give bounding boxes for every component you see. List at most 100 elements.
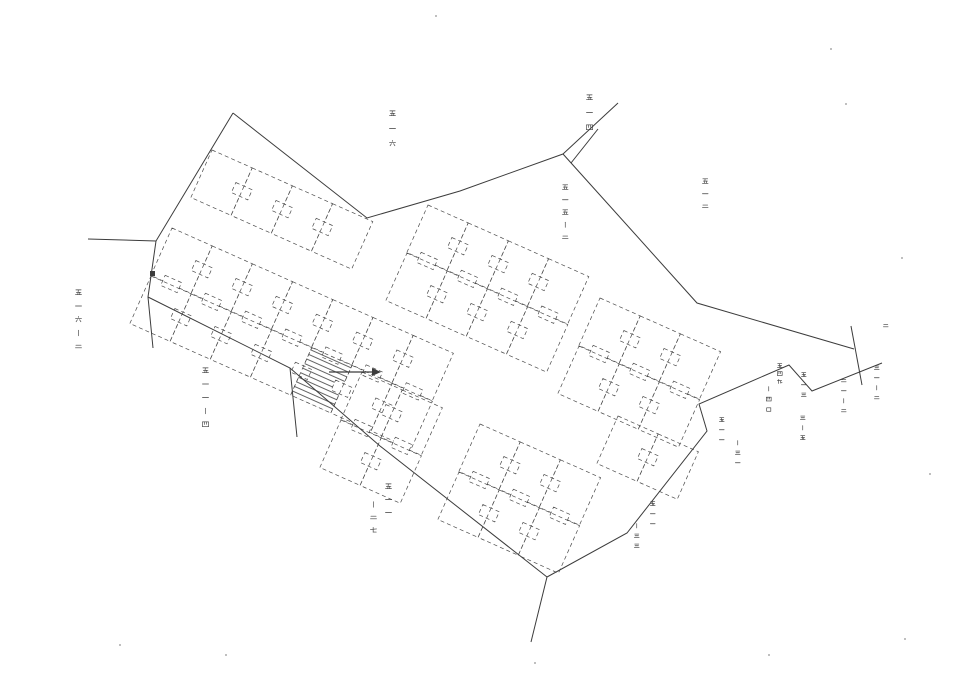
lot-outline	[270, 281, 334, 348]
label-char	[777, 363, 783, 368]
lot-tab	[456, 269, 479, 289]
lot-tab	[588, 344, 611, 364]
label-char	[702, 204, 709, 208]
highlight-arrow-head	[372, 368, 381, 376]
lot-tab	[659, 347, 681, 367]
parcel-label	[389, 110, 396, 147]
lot-tab	[638, 395, 660, 415]
lot-outline	[538, 459, 602, 526]
boundary-line	[850, 325, 863, 386]
scan-speckle	[435, 15, 437, 17]
lot-rect	[477, 489, 540, 556]
lot-tab	[390, 436, 413, 456]
label-char	[801, 392, 807, 397]
lot-outline	[380, 389, 443, 456]
lot-tab	[496, 287, 519, 306]
lot-outline	[359, 437, 422, 504]
scan-speckle	[901, 257, 903, 259]
lot-rect	[437, 471, 500, 538]
label-char	[562, 209, 569, 215]
lot-rect	[458, 423, 521, 490]
lot-tab	[351, 331, 374, 350]
parcel-label	[586, 94, 593, 131]
lot-tab	[230, 182, 253, 201]
label-char	[800, 435, 806, 440]
lot-outline	[526, 258, 590, 325]
lot-tab	[548, 506, 571, 525]
lot-tab	[231, 277, 253, 297]
scan-speckle	[830, 48, 832, 50]
lot-outline	[406, 204, 469, 271]
lot-rect	[319, 419, 382, 486]
lot-tab	[527, 272, 550, 292]
lot-tab	[425, 285, 448, 304]
lot-tab	[628, 362, 651, 382]
lot-outline	[190, 245, 253, 312]
label-char	[874, 365, 880, 370]
label-char	[766, 407, 772, 412]
lot-rect	[370, 382, 433, 450]
parcel-label	[800, 415, 806, 440]
lot-tab	[391, 349, 414, 368]
lot-outline	[190, 149, 253, 216]
lot-tab	[539, 473, 561, 493]
lot-rect	[190, 149, 253, 216]
survey-marker	[150, 271, 155, 276]
lot-tab	[240, 310, 263, 329]
boundary-line	[289, 367, 298, 438]
lot-tab	[200, 292, 223, 312]
lot-rect	[636, 433, 699, 500]
lot-tab	[498, 456, 521, 475]
lot-tab	[487, 254, 509, 274]
lot-rect	[340, 371, 403, 438]
scan-speckle	[119, 644, 121, 646]
lot-tab	[359, 452, 382, 471]
lot-rect	[618, 315, 681, 382]
label-char	[586, 124, 593, 131]
lot-outline	[658, 333, 722, 400]
scan-speckle	[534, 662, 536, 664]
highlighted-parcel	[290, 347, 353, 414]
boundary-line	[87, 238, 157, 242]
lot-rect	[596, 415, 659, 482]
parcel-label	[766, 386, 772, 412]
label-char	[650, 501, 656, 506]
label-char	[634, 543, 640, 548]
label-char	[370, 515, 377, 520]
parcel-label	[634, 523, 640, 548]
lot-tab	[668, 380, 691, 399]
label-char	[702, 178, 709, 184]
lot-tab	[508, 488, 531, 508]
parcel-label	[75, 289, 82, 349]
boundary-line	[147, 296, 548, 578]
lot-outline	[230, 167, 293, 234]
lot-rect	[446, 222, 509, 289]
lot-outline	[370, 382, 433, 450]
label-char	[735, 450, 741, 455]
lot-tab	[506, 320, 529, 340]
parcel-label	[841, 379, 847, 413]
lot-rect	[385, 252, 448, 319]
lot-outline	[150, 227, 213, 294]
label-char	[389, 139, 396, 147]
lot-tab	[160, 274, 183, 294]
lot-rect	[597, 363, 660, 430]
lot-outline	[637, 381, 701, 448]
lot-outline	[498, 441, 561, 508]
label-char	[389, 110, 396, 117]
lot-rect	[538, 459, 602, 526]
label-char	[75, 315, 82, 323]
lot-rect	[391, 334, 454, 402]
label-char	[562, 184, 569, 190]
lot-tab	[477, 504, 500, 523]
lot-outline	[310, 203, 374, 270]
label-char	[202, 367, 209, 374]
lot-rect	[486, 240, 550, 307]
lot-rect	[505, 306, 569, 373]
lot-rect	[190, 245, 253, 312]
lot-rect	[526, 258, 590, 325]
label-char	[801, 372, 807, 377]
lot-rect	[270, 185, 334, 252]
label-char	[634, 533, 640, 538]
